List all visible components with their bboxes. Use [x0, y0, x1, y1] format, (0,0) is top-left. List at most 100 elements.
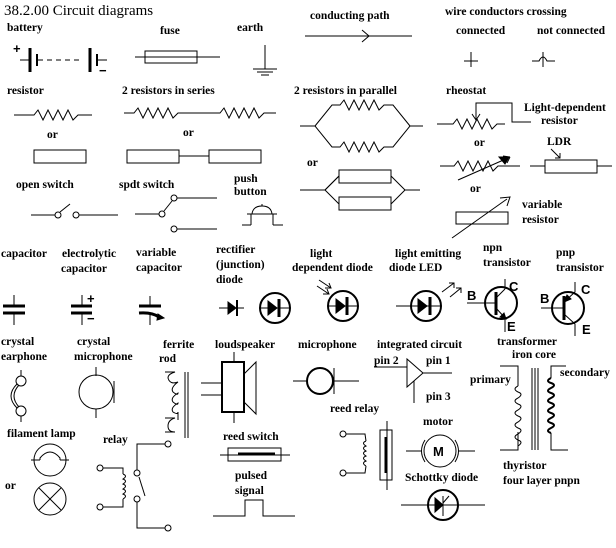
conducting-path-symbol: conducting path	[305, 10, 412, 43]
push-button-symbol: push button	[234, 173, 283, 226]
led-label-line2: diode LED	[389, 262, 442, 274]
crystal-earphone-label-line2: earphone	[1, 351, 47, 363]
microphone-label: microphone	[298, 339, 357, 351]
ldd-label-line2: dependent diode	[292, 262, 373, 274]
electrolytic-label-line2: capacitor	[61, 263, 107, 275]
loudspeaker-symbol: loudspeaker	[201, 339, 275, 423]
resistor-label: resistor	[7, 85, 44, 97]
push-button-label-line2: button	[234, 186, 267, 198]
npn-label-line2: transistor	[483, 257, 531, 269]
pnp-label-line1: pnp	[556, 247, 575, 259]
npn-label-line1: npn	[483, 242, 503, 254]
relay-symbol: relay	[96, 434, 172, 532]
iron-core-label: iron core	[512, 349, 556, 361]
pnp-label-line2: transistor	[556, 262, 604, 274]
pulsed-signal-symbol: pulsed signal	[213, 470, 295, 517]
filament-lamp-label: filament lamp	[7, 428, 76, 440]
rheostat-or-label: or	[474, 137, 485, 149]
filament-lamp-symbol: filament lamp or	[5, 428, 76, 516]
relay-label: relay	[103, 434, 128, 446]
pulsed-signal-label-line1: pulsed	[235, 470, 268, 482]
crystal-earphone-symbol: crystal earphone	[1, 336, 47, 422]
resistor-symbol: resistor or	[7, 85, 92, 164]
motor-letter: M	[433, 444, 444, 459]
npn-emitter-letter: E	[507, 319, 516, 334]
ferrite-rod-label-line2: rod	[159, 353, 177, 365]
ldr-label-line1: Light-dependent	[524, 102, 606, 114]
microphone-symbol: microphone	[293, 339, 359, 395]
crystal-mic-label-line1: crystal	[77, 336, 110, 348]
resistors-parallel-symbol: 2 resistors in parallel or	[294, 85, 423, 211]
variable-resistor-symbol: variable resistor	[451, 196, 562, 239]
page-title: 38.2.00 Circuit diagrams	[4, 3, 153, 19]
ldr-symbol: Light-dependent resistor LDR	[524, 102, 612, 174]
motor-label: motor	[423, 416, 453, 428]
ldr-abbrev-label: LDR	[547, 136, 572, 148]
earth-label: earth	[237, 22, 264, 34]
lamp-or-label: or	[5, 480, 16, 492]
resistors-series-label: 2 resistors in series	[122, 85, 215, 97]
variable-resistor-label-line2: resistor	[522, 214, 559, 226]
fuse-symbol: fuse	[135, 25, 220, 64]
ldr-label-line2: resistor	[541, 115, 578, 127]
connected-label: connected	[456, 25, 506, 37]
secondary-label: secondary	[560, 367, 610, 379]
conducting-path-label: conducting path	[310, 10, 390, 22]
reed-switch-label: reed switch	[223, 431, 279, 443]
rectifier-label-line1: rectifier	[216, 244, 255, 256]
ic-pin1-label: pin 1	[426, 355, 451, 367]
pulsed-signal-label-line2: signal	[235, 485, 264, 497]
variable-capacitor-label-line1: variable	[136, 247, 176, 259]
ldd-label-line1: light	[310, 248, 333, 260]
battery-plus-sign: +	[13, 41, 21, 56]
push-button-label-line1: push	[234, 173, 258, 185]
battery-symbol: battery + −	[7, 22, 107, 78]
ferrite-rod-symbol: ferrite rod	[159, 339, 194, 438]
pnp-base-letter: B	[540, 291, 549, 306]
resistors-series-symbol: 2 resistors in series or	[122, 85, 276, 164]
electrolytic-minus-sign: −	[87, 311, 95, 326]
wire-crossing-symbols: wire conductors crossing connected not c…	[445, 6, 606, 67]
thyristor-label-line2: four layer pnpn	[503, 475, 581, 487]
npn-base-letter: B	[467, 288, 476, 303]
transformer-label: transformer	[497, 336, 557, 348]
crystal-microphone-symbol: crystal microphone	[74, 336, 133, 418]
led-label-line1: light emitting	[395, 248, 461, 260]
reed-relay-label: reed relay	[330, 403, 379, 415]
electrolytic-plus-sign: +	[87, 291, 95, 306]
capacitor-label: capacitor	[1, 248, 47, 260]
reed-switch-symbol: reed switch	[220, 431, 290, 462]
electrolytic-label-line1: electrolytic	[62, 248, 116, 260]
led-symbol: light emitting diode LED	[389, 248, 462, 322]
resistors-parallel-label: 2 resistors in parallel	[294, 85, 397, 97]
variable-capacitor-symbol: variable capacitor	[136, 247, 182, 325]
not-connected-label: not connected	[537, 25, 606, 37]
parallel-or-label: or	[307, 157, 318, 169]
rectifier-diode-symbol: rectifier (junction) diode	[216, 244, 291, 324]
rectifier-label-line3: diode	[216, 274, 243, 286]
electrolytic-capacitor-symbol: electrolytic capacitor + −	[61, 248, 116, 326]
rheostat-label: rheostat	[446, 85, 486, 97]
ic-pin2-label: pin 2	[374, 355, 399, 367]
primary-label: primary	[470, 374, 511, 386]
rectifier-label-line2: (junction)	[216, 259, 265, 271]
resistor-or-label: or	[47, 129, 58, 141]
capacitor-symbol: capacitor	[1, 248, 47, 325]
open-switch-symbol: open switch	[16, 179, 118, 219]
thyristor-label-group: thyristor four layer pnpn	[503, 460, 581, 487]
transformer-symbol: transformer iron core primary secondary	[470, 336, 610, 451]
battery-label: battery	[7, 22, 43, 34]
spdt-switch-label: spdt switch	[119, 179, 175, 191]
ic-label: integrated circuit	[377, 339, 462, 351]
thyristor-label-line1: thyristor	[503, 460, 546, 472]
ferrite-rod-label-line1: ferrite	[163, 339, 194, 351]
variable-resistor-label-line1: variable	[522, 199, 562, 211]
npn-transistor-symbol: npn transistor B C E	[467, 242, 531, 334]
fuse-label: fuse	[160, 25, 180, 37]
rheostat-or-label-2: or	[470, 183, 481, 195]
loudspeaker-label: loudspeaker	[215, 339, 275, 351]
pnp-collector-letter: C	[581, 282, 591, 297]
earth-symbol: earth	[237, 22, 277, 76]
wire-crossing-label: wire conductors crossing	[445, 6, 567, 18]
